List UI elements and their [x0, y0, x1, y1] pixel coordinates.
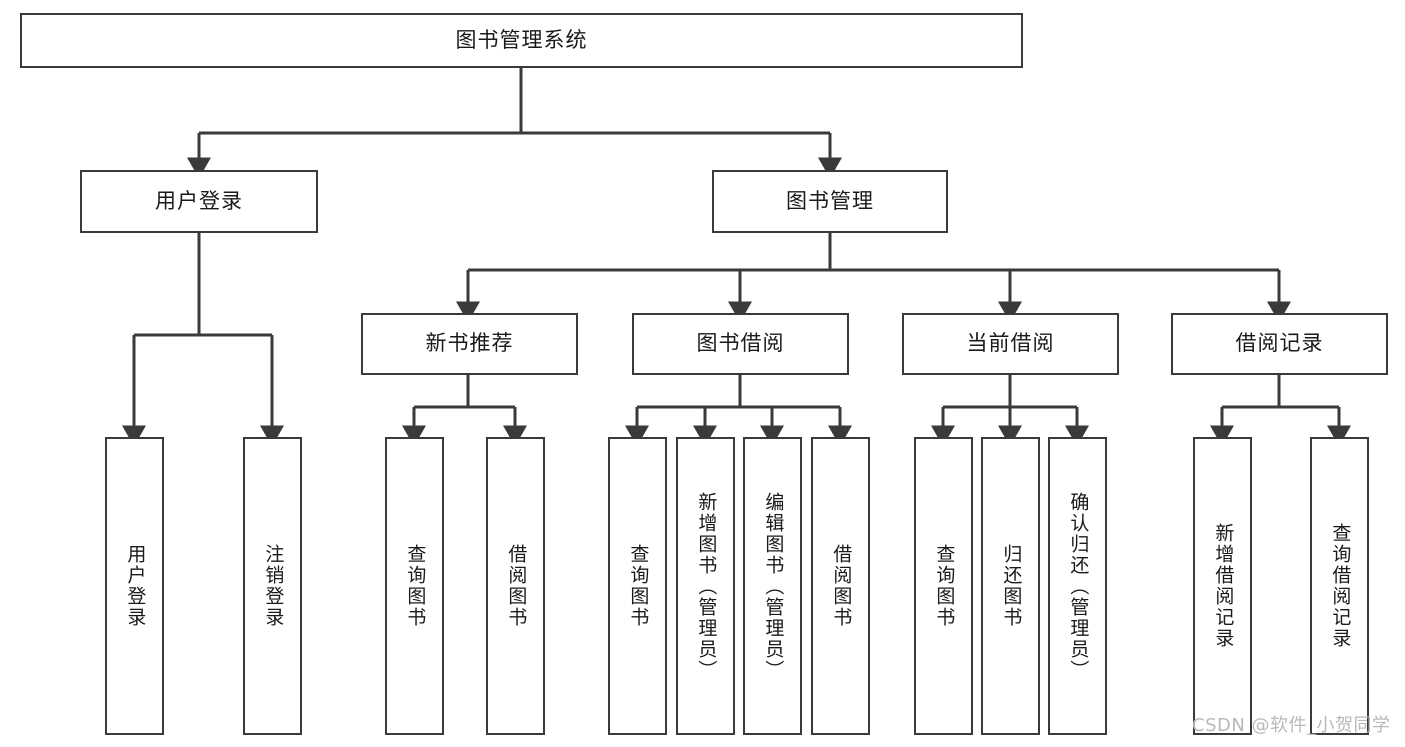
node-current-borrow-label: 当前借阅: [966, 331, 1055, 356]
node-leaf-query-book-2[interactable]: 查询图书: [608, 437, 667, 735]
node-leaf-confirm-return-label: 确认归还（管理员）: [1067, 491, 1090, 681]
node-leaf-query-record[interactable]: 查询借阅记录: [1310, 437, 1369, 735]
node-user-login[interactable]: 用户登录: [80, 170, 318, 233]
node-leaf-return-book[interactable]: 归还图书: [981, 437, 1040, 735]
node-current-borrow[interactable]: 当前借阅: [902, 313, 1119, 375]
node-book-borrow-label: 图书借阅: [696, 331, 785, 356]
node-leaf-add-book[interactable]: 新增图书（管理员）: [676, 437, 735, 735]
node-borrow-record-label: 借阅记录: [1235, 331, 1324, 356]
node-leaf-borrow-book-1[interactable]: 借阅图书: [486, 437, 545, 735]
node-leaf-query-book-2-label: 查询图书: [627, 544, 650, 628]
node-leaf-logout-label: 注销登录: [262, 544, 285, 628]
node-leaf-query-book-1-label: 查询图书: [404, 544, 427, 628]
node-borrow-record[interactable]: 借阅记录: [1171, 313, 1388, 375]
node-leaf-edit-book[interactable]: 编辑图书（管理员）: [743, 437, 802, 735]
node-leaf-edit-book-label: 编辑图书（管理员）: [762, 491, 785, 681]
node-leaf-borrow-book-2[interactable]: 借阅图书: [811, 437, 870, 735]
node-leaf-query-book-1[interactable]: 查询图书: [385, 437, 444, 735]
node-leaf-query-book-3-label: 查询图书: [933, 544, 956, 628]
csdn-watermark: CSDN @软件_小贺同学: [1192, 715, 1391, 736]
node-leaf-logout[interactable]: 注销登录: [243, 437, 302, 735]
node-new-book-recommend[interactable]: 新书推荐: [361, 313, 578, 375]
node-leaf-query-record-label: 查询借阅记录: [1329, 523, 1352, 649]
node-leaf-confirm-return[interactable]: 确认归还（管理员）: [1048, 437, 1107, 735]
node-leaf-user-login[interactable]: 用户登录: [105, 437, 164, 735]
node-leaf-add-book-label: 新增图书（管理员）: [695, 491, 718, 681]
node-leaf-add-record-label: 新增借阅记录: [1212, 523, 1235, 649]
node-book-manage-label: 图书管理: [786, 188, 874, 213]
node-leaf-user-login-label: 用户登录: [124, 544, 147, 628]
node-leaf-borrow-book-2-label: 借阅图书: [830, 544, 853, 628]
node-leaf-add-record[interactable]: 新增借阅记录: [1193, 437, 1252, 735]
node-book-manage[interactable]: 图书管理: [712, 170, 948, 233]
node-root-label: 图书管理系统: [455, 27, 588, 52]
node-root[interactable]: 图书管理系统: [20, 13, 1023, 68]
node-book-borrow[interactable]: 图书借阅: [632, 313, 849, 375]
node-new-book-recommend-label: 新书推荐: [425, 331, 514, 356]
node-leaf-query-book-3[interactable]: 查询图书: [914, 437, 973, 735]
node-leaf-return-book-label: 归还图书: [1000, 544, 1023, 628]
node-leaf-borrow-book-1-label: 借阅图书: [505, 544, 528, 628]
node-user-login-label: 用户登录: [155, 188, 243, 213]
